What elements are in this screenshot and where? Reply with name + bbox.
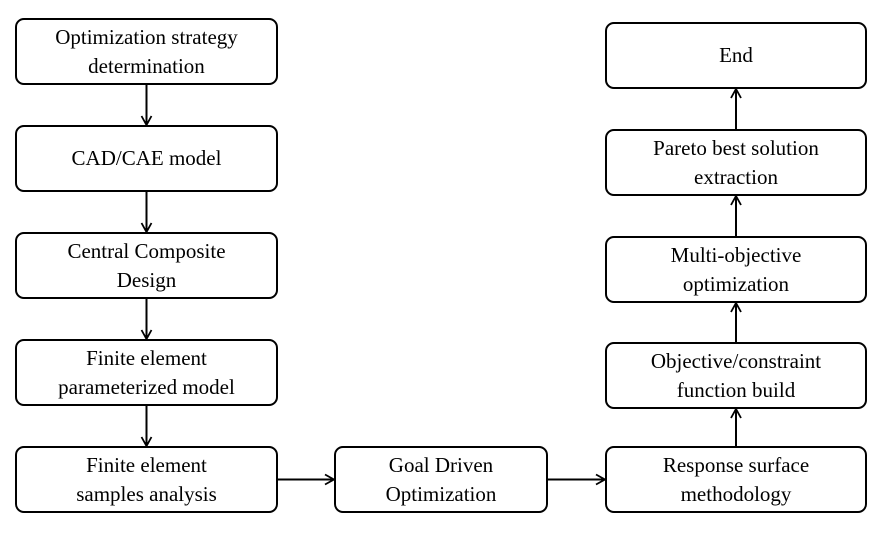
- node-goal: Goal Driven Optimization: [334, 446, 548, 513]
- node-fe-model-label: Finite element parameterized model: [58, 345, 235, 399]
- node-strategy-label: Optimization strategy determination: [55, 24, 238, 78]
- node-pareto-label: Pareto best solution extraction: [653, 135, 819, 189]
- node-end-label: End: [719, 43, 753, 68]
- node-ccd-label: Central Composite Design: [67, 238, 226, 292]
- node-rsm-label: Response surface methodology: [662, 452, 810, 506]
- node-fe-model: Finite element parameterized model: [15, 339, 278, 406]
- node-cad: CAD/CAE model: [15, 125, 278, 192]
- node-objective-label: Objective/constraint function build: [650, 348, 822, 402]
- node-pareto: Pareto best solution extraction: [605, 129, 867, 196]
- node-goal-label: Goal Driven Optimization: [385, 452, 497, 506]
- node-strategy: Optimization strategy determination: [15, 18, 278, 85]
- node-objective: Objective/constraint function build: [605, 342, 867, 409]
- node-fe-samples: Finite element samples analysis: [15, 446, 278, 513]
- node-multi: Multi-objective optimization: [605, 236, 867, 303]
- node-multi-label: Multi-objective optimization: [670, 242, 802, 296]
- node-end: End: [605, 22, 867, 89]
- node-rsm: Response surface methodology: [605, 446, 867, 513]
- node-fe-samples-label: Finite element samples analysis: [76, 452, 217, 506]
- node-cad-label: CAD/CAE model: [71, 146, 222, 171]
- node-ccd: Central Composite Design: [15, 232, 278, 299]
